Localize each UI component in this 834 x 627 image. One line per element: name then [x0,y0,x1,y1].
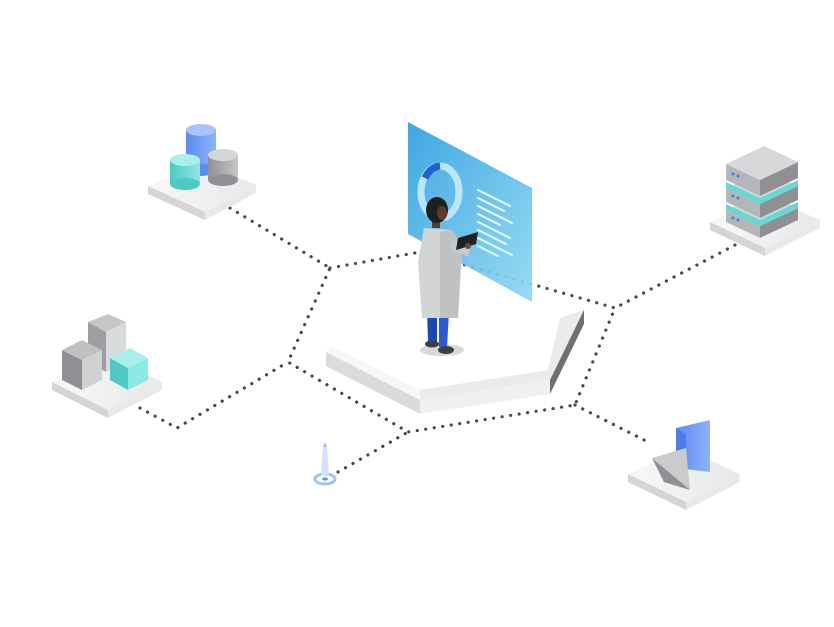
connector-servers [613,243,737,310]
database-node [148,124,256,220]
cubes-node [52,314,162,418]
server-rack-icon [726,146,798,238]
location-pin-icon [313,442,337,486]
connector-pin [336,430,410,474]
database-cylinders-icon [170,124,238,190]
person-with-tablet-icon [418,197,478,356]
connector-lines [138,206,737,474]
connector-cubes [138,360,290,430]
display-panel [408,122,532,302]
connector-prism [573,403,652,445]
server-node [710,146,820,256]
panel-text-lines-icon [477,189,513,257]
prism-icon [652,420,710,490]
connector-databases [228,206,332,270]
prism-node [628,420,740,510]
central-platform [326,310,584,414]
cubes-icon [62,314,148,390]
